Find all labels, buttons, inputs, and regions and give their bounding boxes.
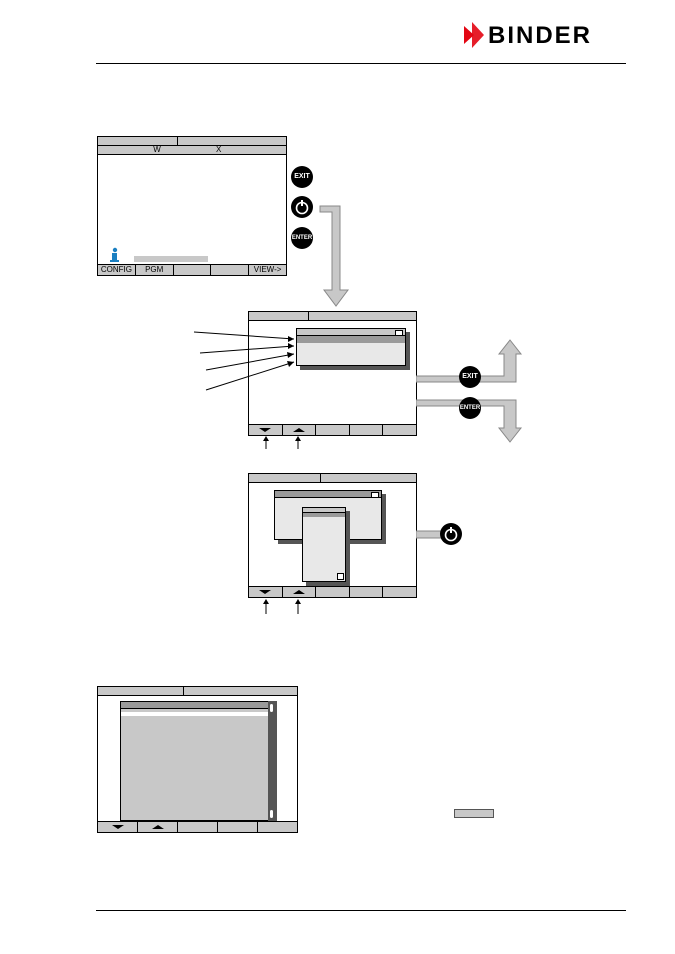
- display-screen-list: [97, 686, 298, 833]
- softkey-up[interactable]: [283, 425, 317, 435]
- menu-popup: [296, 328, 406, 366]
- flow-arrow-down: [319, 205, 349, 307]
- enter-button-2[interactable]: ENTER: [459, 397, 481, 419]
- softkey-config[interactable]: CONFIG: [98, 265, 136, 275]
- binder-logo: [462, 20, 632, 50]
- chevron-up-icon: [292, 590, 305, 594]
- chevron-down-icon: [259, 590, 272, 594]
- info-bar: [134, 256, 208, 262]
- binder-logo-icon: [464, 22, 484, 48]
- softkey-pgm[interactable]: PGM: [136, 265, 174, 275]
- display-screen-menu: [248, 311, 417, 436]
- enter-button[interactable]: ENTER: [291, 227, 313, 249]
- scroll-down-icon[interactable]: [270, 810, 273, 818]
- softkey-bar-4: [98, 821, 297, 832]
- softkey-pointer-arrows-3: [263, 599, 301, 614]
- softkey-5b[interactable]: [383, 425, 416, 435]
- softkey-up-3[interactable]: [283, 587, 317, 597]
- softkey-bar-3: [249, 586, 416, 597]
- softkey-bar-2: [249, 424, 416, 435]
- submenu-item-selected[interactable]: [303, 513, 345, 517]
- status-bar-4: [98, 687, 297, 696]
- status-bar-2: [249, 312, 416, 321]
- submenu-popup: [302, 507, 346, 582]
- display-screen-submenu: [248, 473, 417, 598]
- brand-name: BINDER: [488, 22, 593, 49]
- list-item-selected[interactable]: [121, 712, 269, 716]
- menu-close-icon-3[interactable]: [371, 492, 379, 498]
- callout-lines: [193, 331, 295, 391]
- softkey-down[interactable]: [249, 425, 283, 435]
- footer-rule: [96, 910, 626, 911]
- softkey-view[interactable]: VIEW->: [253, 265, 282, 274]
- column-x: X: [216, 145, 222, 154]
- chevron-down-icon: [111, 825, 124, 829]
- softkey-bar: CONFIG PGM VIEW->: [98, 264, 286, 275]
- exit-button-2[interactable]: EXIT: [459, 366, 481, 388]
- column-header-bar: W X: [98, 146, 286, 155]
- chevron-down-icon: [259, 428, 272, 432]
- chevron-up-icon: [292, 428, 305, 432]
- menu-close-icon[interactable]: [395, 330, 403, 336]
- knob-icon-2[interactable]: [440, 523, 462, 545]
- softkey-4d[interactable]: [218, 822, 258, 832]
- status-bar-3: [249, 474, 416, 483]
- softkey-3d[interactable]: [178, 822, 218, 832]
- softkey-4[interactable]: [211, 265, 250, 275]
- softkey-up-4[interactable]: [138, 822, 178, 832]
- status-bar: [98, 137, 286, 146]
- softkey-5c[interactable]: [383, 587, 416, 597]
- header-rule: [96, 63, 626, 64]
- softkey-3[interactable]: [174, 265, 212, 275]
- menu-item-selected[interactable]: [297, 336, 405, 343]
- display-screen-main: W X CONFIG PGM VIEW->: [97, 136, 287, 276]
- scrollbar[interactable]: [268, 701, 277, 821]
- softkey-4b[interactable]: [350, 425, 384, 435]
- info-icon: [110, 247, 119, 262]
- scroll-up-icon[interactable]: [270, 704, 273, 712]
- softkey-pointer-arrows: [263, 436, 301, 449]
- softkey-3c[interactable]: [316, 587, 350, 597]
- sample-button: [454, 809, 494, 818]
- softkey-4c[interactable]: [350, 587, 384, 597]
- knob-icon[interactable]: [291, 196, 313, 218]
- softkey-down-3[interactable]: [249, 587, 283, 597]
- list-popup: [120, 701, 270, 821]
- submenu-scroll-icon[interactable]: [337, 573, 344, 580]
- flow-arrows-branch: [416, 339, 523, 443]
- softkey-3b[interactable]: [316, 425, 350, 435]
- chevron-up-icon: [151, 825, 164, 829]
- softkey-down-4[interactable]: [98, 822, 138, 832]
- column-w: W: [153, 145, 161, 154]
- exit-button[interactable]: EXIT: [291, 166, 313, 188]
- softkey-5d[interactable]: [258, 822, 297, 832]
